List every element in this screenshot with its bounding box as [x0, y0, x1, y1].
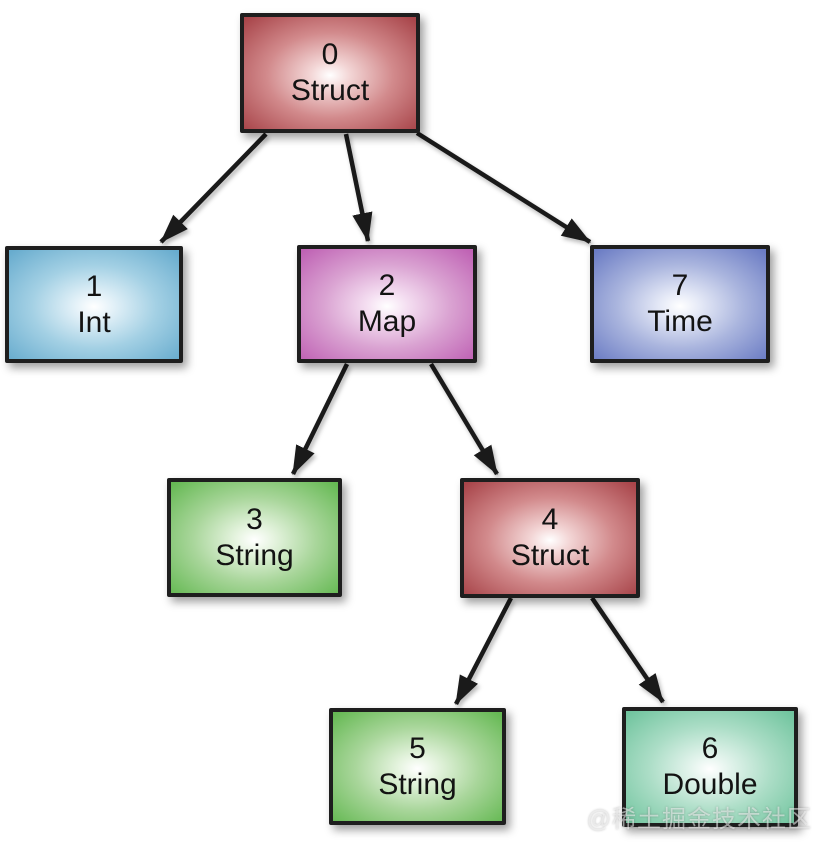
- node-id-text: 3: [246, 502, 263, 536]
- edge-arrow-0-1: [159, 132, 268, 244]
- edge-arrow-2-4: [429, 362, 499, 476]
- node-id-text: 6: [701, 732, 719, 765]
- edge-arrow-0-2: [343, 133, 373, 243]
- node-label-text: Time: [647, 305, 713, 338]
- node-label-text: Struct: [290, 74, 370, 107]
- node-label-text: Double: [662, 768, 758, 801]
- node-id-text: 7: [671, 269, 689, 302]
- edge-arrow-4-5: [454, 596, 513, 706]
- node-label-text: String: [215, 538, 294, 572]
- watermark-text: @稀土掘金技术社区: [586, 806, 812, 833]
- node-id-text: 5: [409, 731, 426, 765]
- node-label-text: Map: [357, 305, 417, 338]
- node-label-text: Struct: [510, 539, 590, 572]
- node-id-text: 4: [541, 503, 559, 536]
- edge-arrow-4-6: [590, 596, 665, 704]
- node-label-text: String: [378, 767, 457, 801]
- node-id-text: 0: [321, 38, 339, 71]
- node-id-text: 1: [85, 269, 103, 303]
- edge-arrow-2-3: [290, 363, 350, 476]
- node-label-text: Int: [77, 305, 111, 339]
- edge-arrow-0-7: [415, 131, 592, 244]
- node-id-text: 2: [378, 269, 396, 302]
